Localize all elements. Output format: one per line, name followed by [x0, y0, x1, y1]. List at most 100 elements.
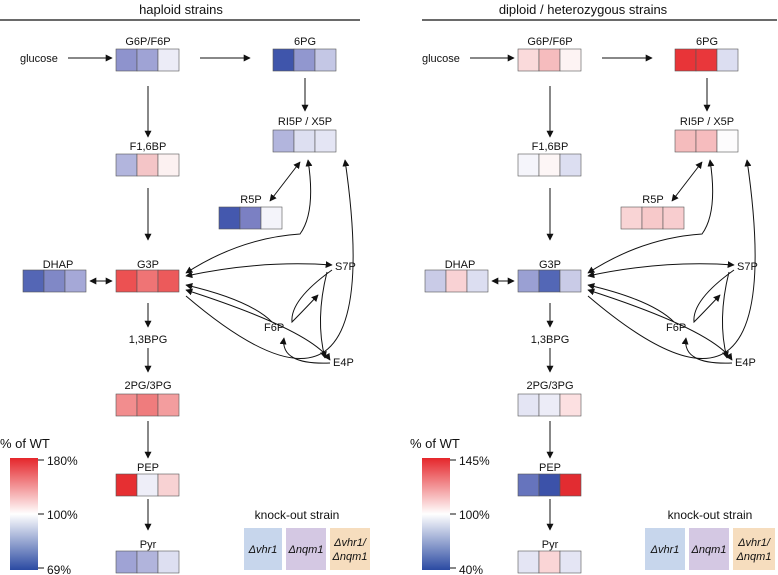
legend-min: 69% — [47, 563, 71, 575]
strain-swatch-vhr1 — [645, 528, 685, 570]
heat-r5p — [620, 206, 685, 230]
strain-swatch-nqm1 — [286, 528, 326, 570]
heat-cell — [538, 473, 561, 497]
legend-mid: 100% — [47, 508, 78, 522]
heat-cell — [64, 269, 87, 293]
heat-g6p — [115, 48, 180, 72]
heat-cell — [559, 153, 582, 177]
legend-gradient-bar — [10, 458, 38, 570]
heat-cell — [424, 269, 447, 293]
heat-cell — [136, 550, 159, 574]
heat-cell — [517, 473, 540, 497]
node-r5p: R5P — [240, 194, 261, 206]
strain-key: knock-out strain Δvhr1 Δnqm1 Δvhr1/ Δnqm… — [645, 508, 775, 570]
strain-label-double-1: Δvhr1/ — [737, 537, 771, 549]
heat-cell — [641, 206, 664, 230]
node-s7p: S7P — [335, 261, 356, 273]
strain-label-double-2: Δnqm1 — [736, 551, 772, 563]
node-f6p: F6P — [666, 322, 686, 334]
node-dhap: DHAP — [445, 259, 476, 271]
strain-swatch-vhr1 — [244, 528, 282, 570]
strain-label-vhr1: Δvhr1 — [650, 544, 680, 556]
heat-cell — [43, 269, 66, 293]
heat-cell — [517, 393, 540, 417]
heat-cell — [662, 206, 685, 230]
strain-swatch-nqm1 — [689, 528, 729, 570]
heat-cell — [22, 269, 45, 293]
node-2pg3pg: 2PG/3PG — [526, 380, 573, 392]
node-ri5p: RI5P / X5P — [278, 116, 332, 128]
strain-label-double-2: Δnqm1 — [332, 551, 368, 563]
legend-max: 180% — [47, 454, 78, 468]
heat-cell — [136, 153, 159, 177]
heat-dhap — [22, 269, 87, 293]
heat-cell — [538, 48, 561, 72]
node-13bpg: 1,3BPG — [129, 334, 168, 346]
heat-cell — [559, 393, 582, 417]
heat-cell — [157, 48, 180, 72]
heat-cell — [136, 48, 159, 72]
heat-dhap — [424, 269, 489, 293]
heat-cell — [115, 473, 138, 497]
heat-cell — [517, 48, 540, 72]
node-ri5p: RI5P / X5P — [680, 116, 734, 128]
heat-cell — [695, 129, 718, 153]
heat-cell — [293, 129, 316, 153]
heat-cell — [559, 48, 582, 72]
strain-label-vhr1: Δvhr1 — [248, 544, 278, 556]
node-dhap: DHAP — [43, 259, 74, 271]
heat-6pg — [674, 48, 739, 72]
heat-cell — [239, 206, 262, 230]
node-g6p: G6P/F6P — [527, 36, 572, 48]
heat-cell — [517, 550, 540, 574]
heat-cell — [115, 550, 138, 574]
heat-r5p — [218, 206, 283, 230]
node-e4p: E4P — [333, 357, 354, 369]
heat-ri5p — [674, 129, 739, 153]
pathway-arrows — [68, 54, 354, 531]
node-pyr: Pyr — [140, 539, 157, 551]
heat-cell — [559, 550, 582, 574]
heat-cell — [559, 269, 582, 293]
heat-2pg3pg — [115, 393, 180, 417]
heat-cell — [272, 48, 295, 72]
heat-cell — [314, 129, 337, 153]
node-f6p: F6P — [264, 322, 284, 334]
heat-cell — [538, 269, 561, 293]
strain-key: knock-out strain Δvhr1 Δnqm1 Δvhr1/ Δnqm… — [244, 508, 370, 570]
heat-cell — [538, 153, 561, 177]
heat-cell — [538, 550, 561, 574]
legend-gradient-bar — [422, 458, 450, 570]
heat-pyr — [115, 550, 180, 574]
legend-max: 145% — [459, 454, 490, 468]
node-f16bp: F1,6BP — [532, 141, 569, 153]
heat-cell — [157, 393, 180, 417]
strain-key-title: knock-out strain — [668, 508, 753, 522]
heat-cell — [517, 269, 540, 293]
node-pyr: Pyr — [542, 539, 559, 551]
node-13bpg: 1,3BPG — [531, 334, 570, 346]
heat-cell — [517, 153, 540, 177]
strain-swatch-double — [330, 528, 370, 570]
node-e4p: E4P — [735, 357, 756, 369]
node-6pg: 6PG — [294, 36, 316, 48]
heat-cell — [115, 48, 138, 72]
pathway-arrows — [470, 54, 756, 531]
panel-diploid: diploid / heterozygous strains glucose G… — [410, 2, 777, 575]
heat-g3p — [517, 269, 582, 293]
heat-f16bp — [115, 153, 180, 177]
heat-pep — [115, 473, 180, 497]
heat-cell — [115, 269, 138, 293]
strain-label-double-1: Δvhr1/ — [333, 537, 367, 549]
heat-cell — [115, 393, 138, 417]
heat-2pg3pg — [517, 393, 582, 417]
heat-cell — [272, 129, 295, 153]
heat-cell — [314, 48, 337, 72]
legend-min: 40% — [459, 563, 483, 575]
node-g6p: G6P/F6P — [125, 36, 170, 48]
heat-cell — [716, 48, 739, 72]
heat-ri5p — [272, 129, 337, 153]
node-s7p: S7P — [737, 261, 758, 273]
heat-g6p — [517, 48, 582, 72]
